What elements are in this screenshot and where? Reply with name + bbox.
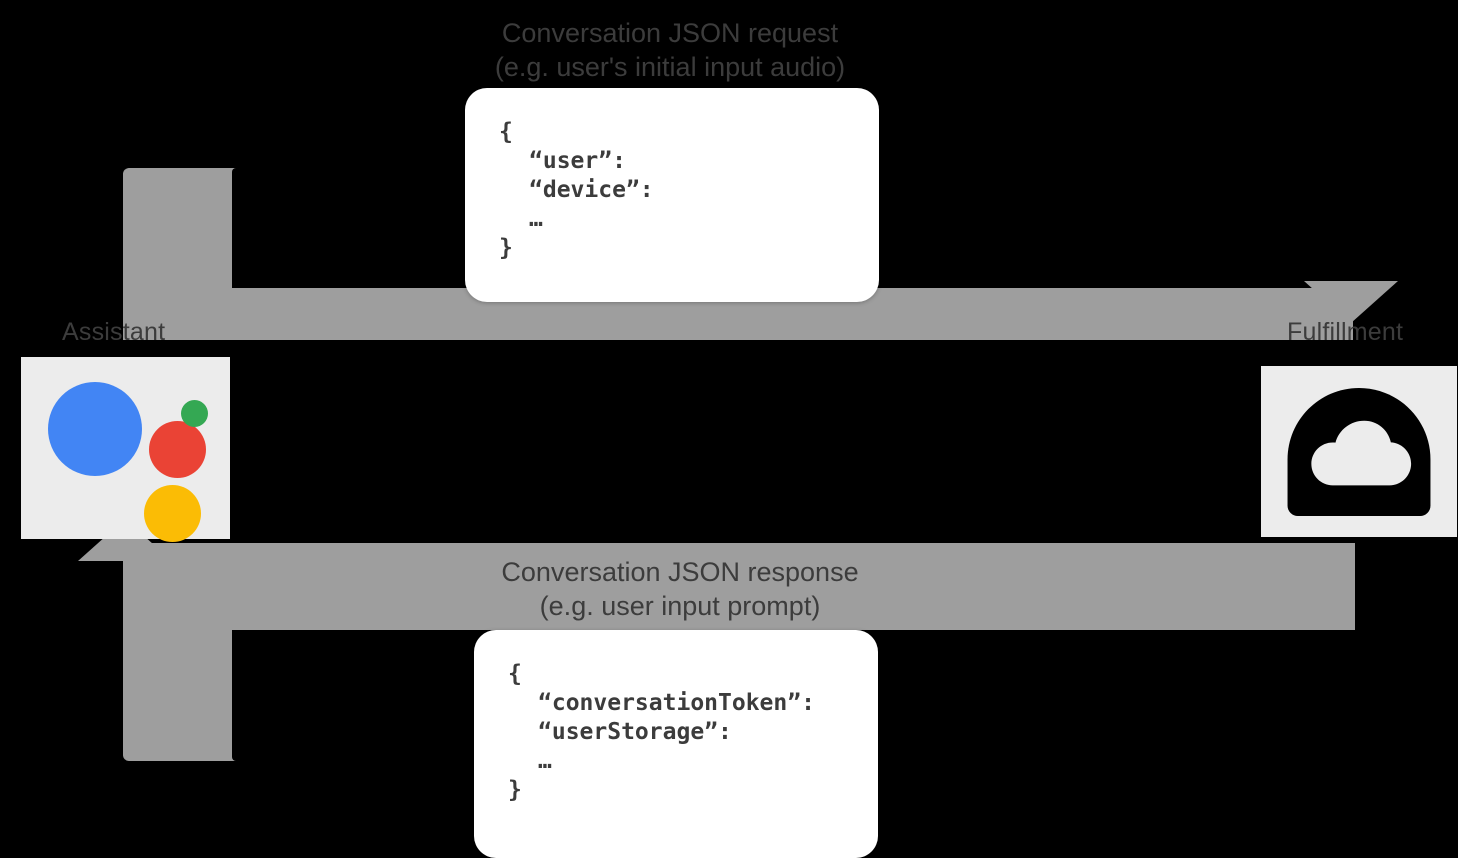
response-flow-subtitle: (e.g. user input prompt) [539,591,821,621]
response-json-open: { [508,661,522,687]
fulfillment-node[interactable] [1261,366,1457,537]
assistant-dot-red [148,420,206,478]
request-json-key-user: “user”: [529,148,626,174]
cloud-functions-icon [1287,387,1431,516]
response-flow-title: Conversation JSON response [501,557,859,587]
fulfillment-node-label: Fulfillment [1287,318,1404,346]
request-json-ellipsis: … [529,206,544,232]
assistant-node[interactable] [21,357,230,542]
response-json-card: { “conversationToken”: “userStorage”: … … [474,630,878,858]
request-json-card: { “user”: “device”: … } [465,88,879,302]
request-flow-subtitle: (e.g. user's initial input audio) [494,52,846,82]
assistant-dot-blue [47,381,142,476]
request-flow-caption: Conversation JSON request (e.g. user's i… [495,16,845,84]
response-json-key-conversation-token: “conversationToken”: [538,690,815,716]
response-flow-caption: Conversation JSON response (e.g. user in… [501,555,858,623]
response-json-close: } [508,777,522,803]
response-json-ellipsis: … [538,748,553,774]
response-json-key-user-storage: “userStorage”: [538,719,732,745]
assistant-dot-yellow [143,484,201,542]
assistant-node-label: Assistant [62,318,166,346]
request-flow-arrowhead [1304,281,1398,323]
request-flow-title: Conversation JSON request [501,18,839,48]
request-json-close: } [499,235,513,261]
google-assistant-icon [31,366,221,542]
request-json-open: { [499,119,513,145]
assistant-dot-green [180,399,208,427]
request-json-key-device: “device”: [529,177,654,203]
